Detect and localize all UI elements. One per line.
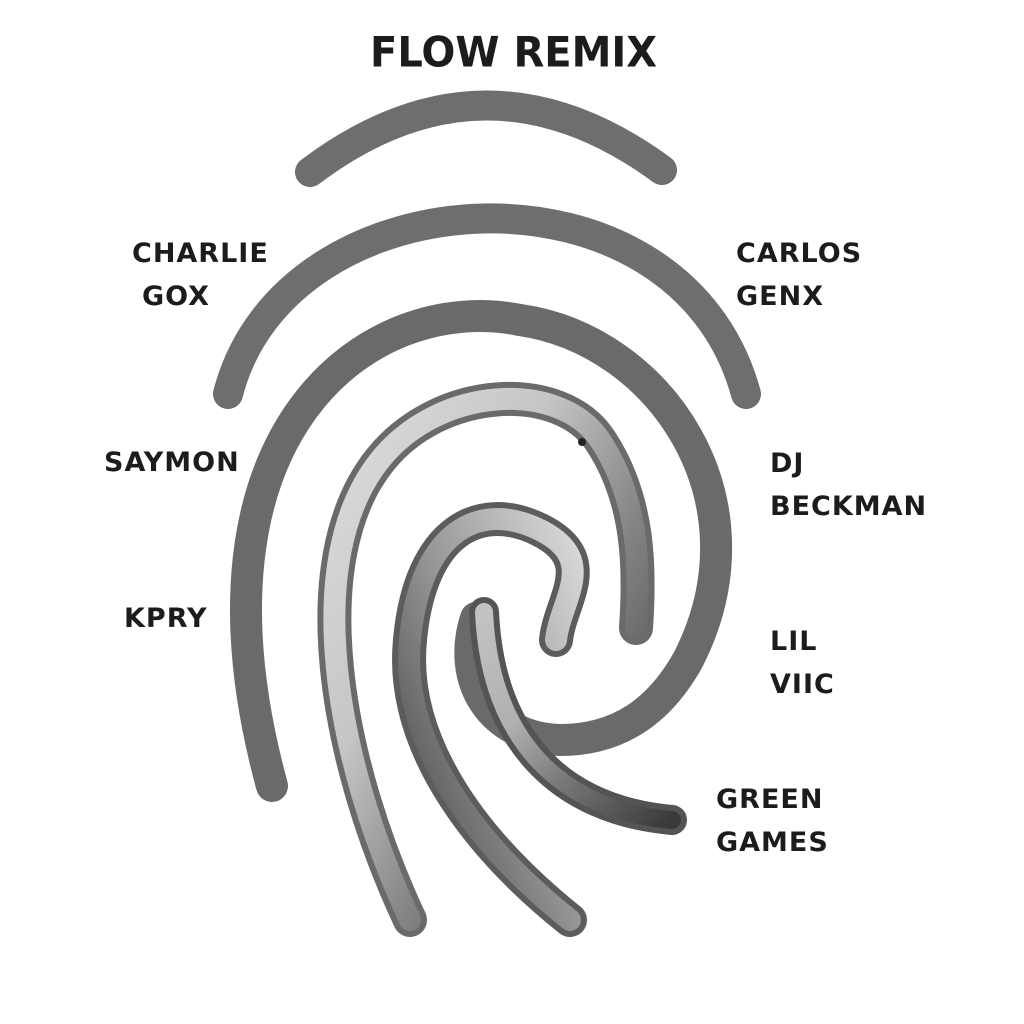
photo-speck — [578, 438, 586, 446]
artist-name-line: KPRY — [124, 603, 208, 634]
artist-name-line: CHARLIE — [132, 238, 269, 269]
artist-name-line: CARLOS — [736, 238, 863, 269]
artist-saymon: SAYMON — [104, 449, 240, 476]
artist-charlie-gox: CHARLIE GOX — [132, 240, 269, 310]
artist-name-line: DJ — [770, 448, 805, 479]
ridge-3 — [230, 300, 732, 802]
artist-name-line: GAMES — [716, 827, 829, 858]
artist-name-line: BECKMAN — [770, 491, 928, 522]
artist-name-line: VIIC — [770, 669, 835, 700]
artist-name-line: SAYMON — [104, 447, 240, 478]
artist-carlos-genx: CARLOS GENX — [736, 240, 862, 310]
ridge-4-photo — [323, 388, 649, 931]
ridge-6-photo — [475, 603, 681, 829]
ridge-2 — [213, 203, 761, 409]
artist-green-games: GREEN GAMES — [716, 786, 829, 856]
artist-dj-beckman: DJ BECKMAN — [770, 450, 927, 520]
artist-name-line: GOX — [142, 281, 210, 312]
artist-kpry: KPRY — [124, 605, 208, 632]
cover-title: FLOW REMIX — [370, 28, 658, 78]
artist-name-line: GENX — [736, 281, 825, 312]
artist-name-line: LIL — [770, 626, 818, 657]
artist-name-line: GREEN — [716, 784, 824, 815]
ridge-1 — [295, 90, 677, 187]
artist-lil-viic: LIL VIIC — [770, 628, 835, 698]
ridge-5-photo — [398, 508, 584, 931]
